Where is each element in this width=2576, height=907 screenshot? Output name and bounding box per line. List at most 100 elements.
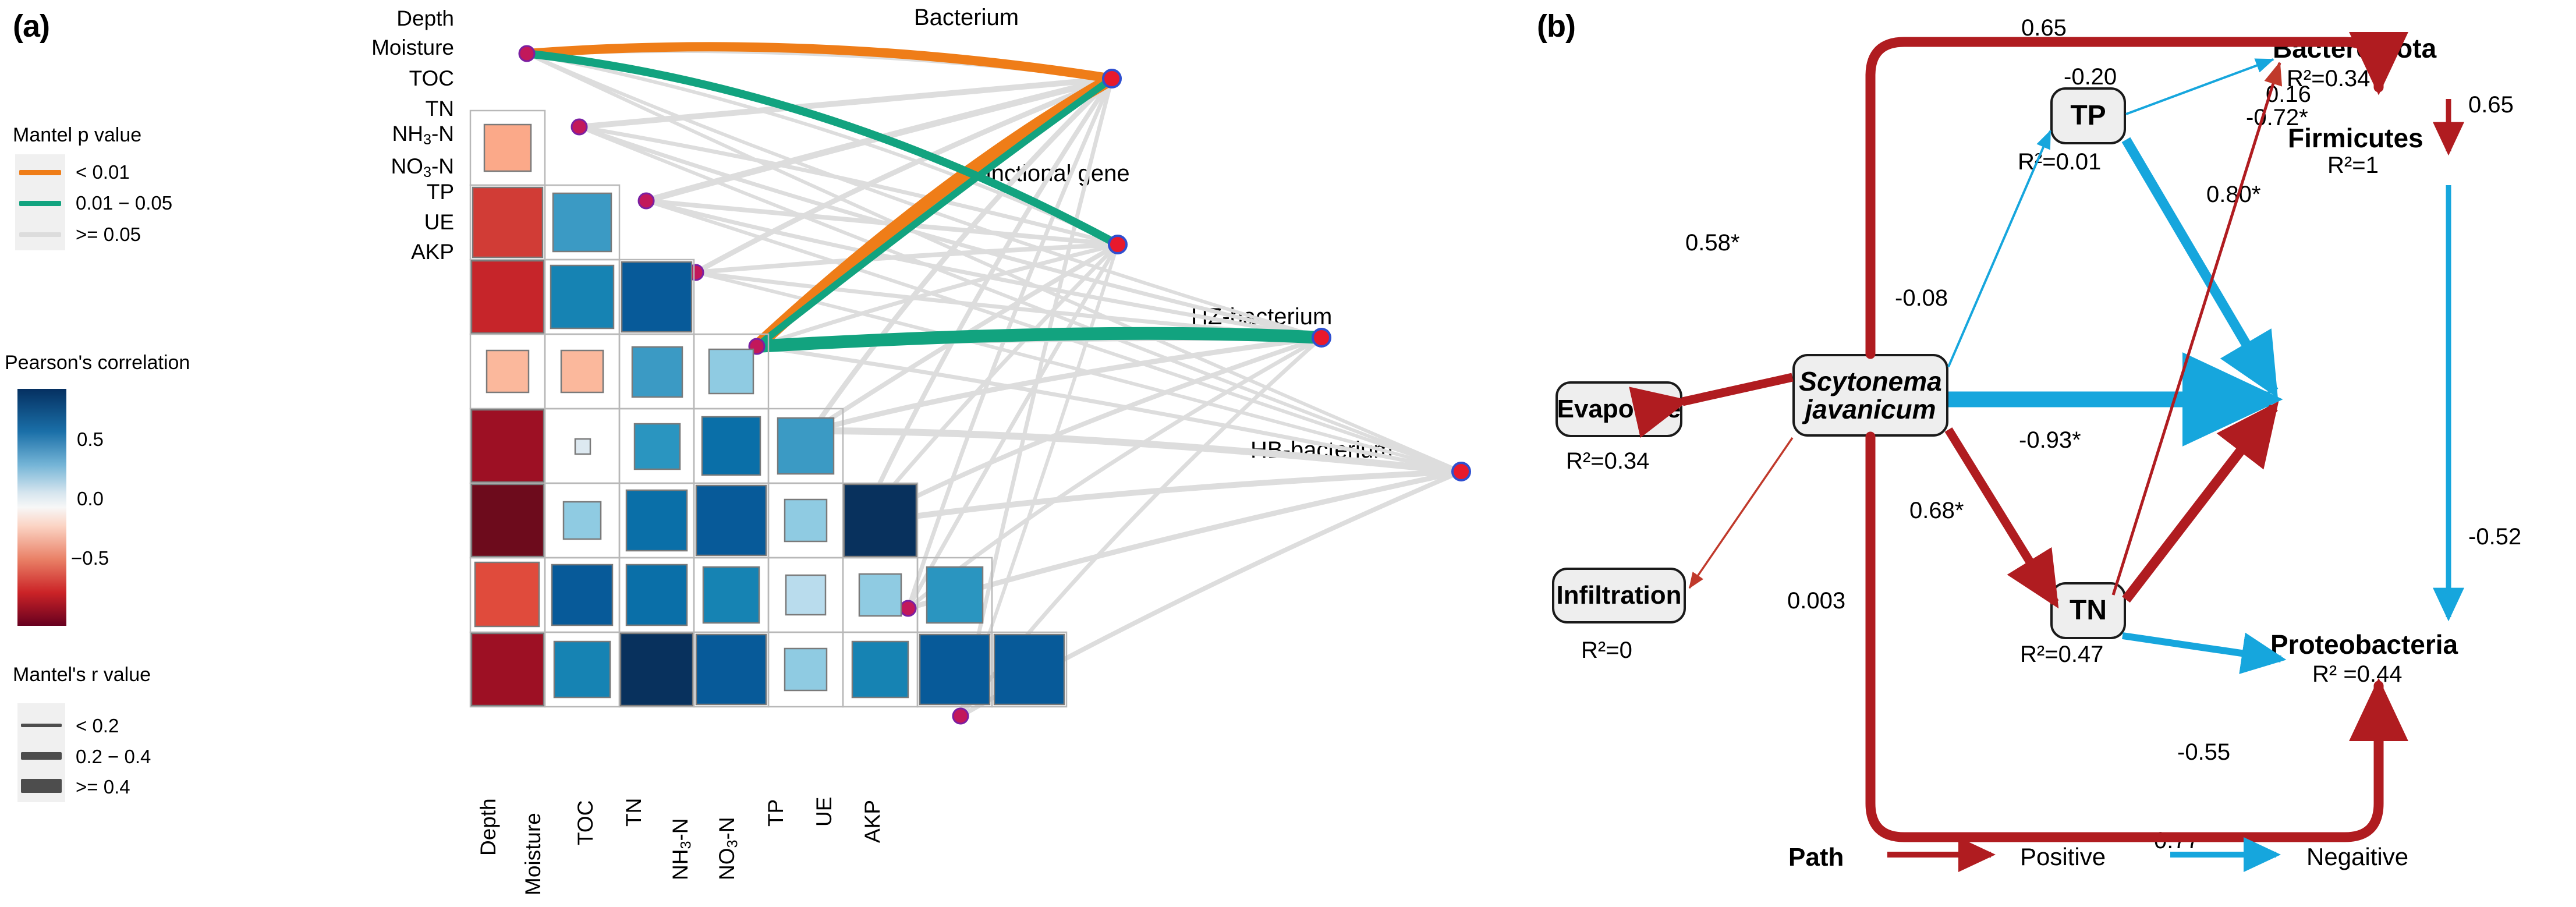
path-label-scyt-tp: -0.08 (1895, 285, 1948, 311)
matrix-cell (701, 416, 761, 476)
sem-path-tn-firmicutes (2122, 401, 2279, 603)
mantel-r-label-0: < 0.2 (76, 715, 119, 736)
sem-path-scytonema-tn (1944, 427, 2059, 609)
matrix-cell (785, 574, 827, 616)
pearson-tick-2: −0.5 (71, 547, 109, 569)
path-label-tp-bacteroidota: -0.20 (2064, 64, 2117, 90)
path-label-tp-firmicutes: -0.72* (2246, 105, 2308, 130)
mantel-r-swatch-1 (21, 752, 62, 760)
sem-path-tn-proteobacteria (2122, 632, 2287, 674)
node-firmicutes: Firmicutes (2288, 123, 2423, 153)
node-infiltration[interactable]: Infiltration (1552, 568, 1686, 623)
matrix-cell (551, 564, 614, 626)
pearson-colorbar (17, 389, 66, 626)
mantel-r-swatch-2 (21, 779, 62, 793)
sem-path-scyt-proteobacteria (1865, 431, 2408, 842)
correlation-matrix (469, 109, 1068, 708)
mantel-r-label-2: >= 0.4 (76, 776, 130, 798)
sem-paths (1629, 31, 2464, 842)
matrix-cell (777, 417, 835, 475)
matrix-cell (470, 632, 545, 707)
node-infiltration-r2: R²=0 (1581, 637, 1632, 663)
node-tp[interactable]: TP (2050, 87, 2126, 144)
network-node-label-hz-bacterium: HZ-bacterium (1191, 304, 1333, 330)
matrix-row-label-toc: TOC (409, 66, 454, 90)
matrix-cell (695, 633, 767, 706)
matrix-row-label-nh3n: NH3-N (392, 122, 455, 148)
matrix-cell (926, 566, 984, 624)
matrix-cell (919, 633, 991, 706)
mantel-p-label-2: >= 0.05 (76, 224, 141, 245)
node-tp-label: TP (2070, 100, 2106, 131)
sem-path-tp-firmicutes (2121, 137, 2279, 398)
matrix-cell (702, 566, 760, 624)
mantel-p-swatch-0 (19, 170, 61, 175)
network-node-label-bacterium: Bacterium (914, 5, 1019, 30)
sem-path-evaporate-scytonema (1629, 373, 1794, 438)
matrix-cell (574, 438, 591, 455)
path-label-loop-top: 0.65 (2021, 15, 2067, 41)
matrix-cell (625, 489, 688, 552)
pearson-tick-0: 0.5 (77, 428, 104, 450)
node-evaporate-r2: R²=0.34 (1566, 448, 1650, 474)
matrix-cell (631, 346, 683, 398)
pearson-legend-title: Pearson's correlation (5, 352, 190, 374)
matrix-cell (993, 633, 1065, 706)
node-tn-label: TN (2070, 594, 2107, 626)
matrix-cell (486, 349, 530, 394)
mantel-p-swatch-2 (19, 232, 61, 237)
node-infiltration-label: Infiltration (1556, 580, 1682, 610)
mantel-p-legend-title: Mantel p value (13, 124, 142, 146)
matrix-cell (470, 483, 545, 558)
node-firmicutes-r2: R²=1 (2327, 153, 2379, 178)
matrix-cell (633, 423, 681, 470)
path-label-tn-proteobacteria: -0.55 (2177, 739, 2231, 765)
path-label-tn-firmicutes: 0.80* (2206, 182, 2261, 207)
sem-path-tp-bacteroidota (2125, 58, 2274, 115)
mantel-p-swatch-1 (19, 201, 61, 206)
node-proteobacteria: Proteobacteria (2270, 629, 2458, 660)
matrix-cell (470, 409, 545, 483)
node-tp-r2: R²=0.01 (2018, 149, 2102, 175)
sem-path-scytonema-tp (1947, 130, 2051, 367)
path-legend-negative-label: Negaitive (2306, 843, 2409, 870)
matrix-row-label-akp: AKP (410, 240, 454, 264)
path-legend-positive-label: Positive (2020, 843, 2106, 870)
pearson-tick-1: 0.0 (77, 488, 104, 509)
matrix-cell (553, 640, 611, 699)
matrix-cell (843, 483, 917, 558)
matrix-cell (470, 260, 545, 334)
mantel-p-label-1: 0.01 − 0.05 (76, 192, 173, 214)
path-label-scyt-firmicutes: -0.93* (2019, 427, 2081, 453)
matrix-cell (552, 192, 612, 253)
path-legend-title: Path (1788, 843, 1844, 871)
sem-path-tn-bacteroidota (2111, 61, 2283, 596)
matrix-row-label-no3n: NO3-N (391, 154, 454, 180)
path-label-infil-scyt: 0.003 (1787, 588, 1846, 614)
matrix-cell (784, 498, 828, 543)
mantel-r-legend-title: Mantel's r value (13, 664, 151, 686)
matrix-cell (851, 640, 909, 699)
path-label-firm-proteo: -0.52 (2468, 524, 2522, 550)
matrix-cell (550, 264, 615, 330)
node-scytonema-javanicum-label: Scytonema javanicum (1799, 366, 1942, 424)
panel-a-tag: (a) (13, 9, 50, 44)
mantel-r-swatch-0 (21, 724, 62, 727)
matrix-cell (708, 348, 754, 395)
path-label-scyt-tn: 0.68* (1909, 498, 1964, 523)
path-label-evap-scyt: 0.58* (1685, 230, 1740, 256)
matrix-row-label-depth: Depth (396, 6, 454, 30)
matrix-cell (483, 123, 532, 172)
sem-path-infiltration-scytonema (1688, 437, 1794, 589)
mantel-network-edges-significant (522, 42, 1328, 353)
sem-path-scyt-bacteroidota (1865, 31, 2408, 359)
matrix-cell (695, 484, 767, 557)
matrix-cell (560, 349, 604, 394)
matrix-cell (625, 564, 688, 626)
matrix-cell (562, 501, 602, 540)
matrix-cell (784, 647, 828, 692)
mantel-p-label-0: < 0.01 (76, 161, 130, 183)
mantel-network-nodes (518, 45, 1471, 725)
mantel-r-label-1: 0.2 − 0.4 (76, 746, 151, 767)
path-label-bact-firmicutes: 0.65 (2468, 92, 2514, 118)
